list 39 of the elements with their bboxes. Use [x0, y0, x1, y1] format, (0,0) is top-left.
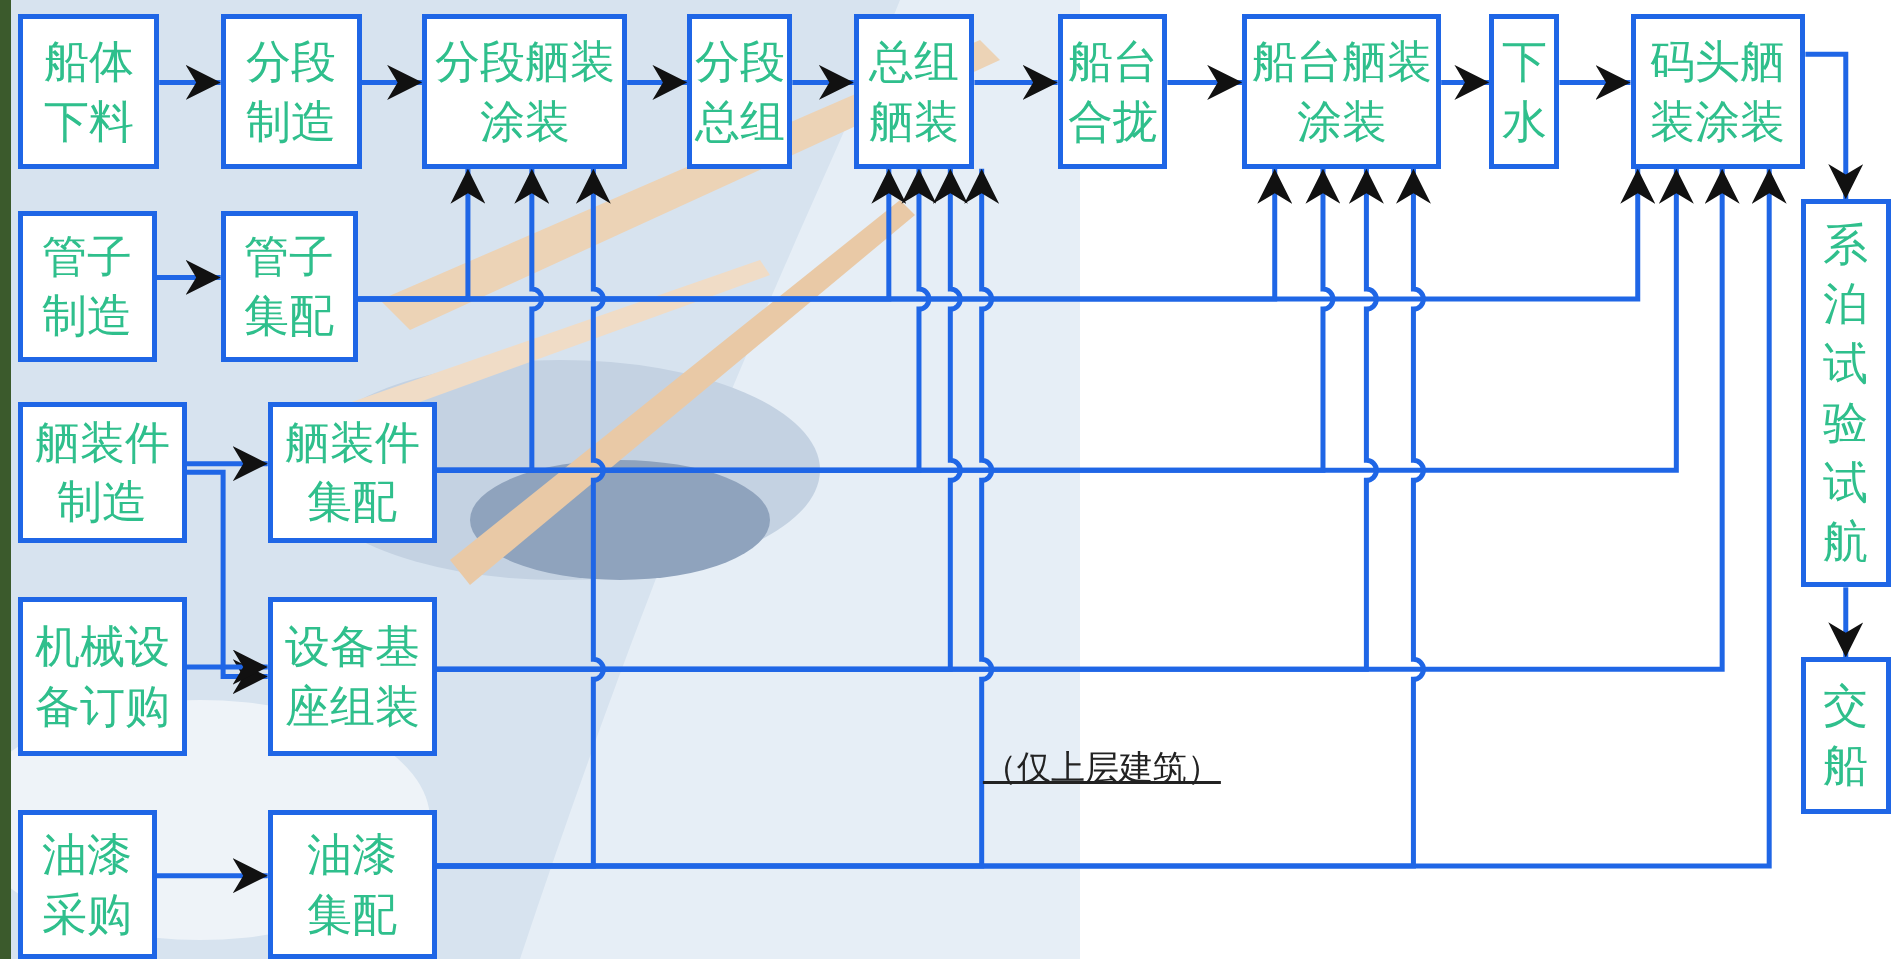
process-box: 管子集配 — [220, 211, 359, 362]
arrow — [156, 259, 221, 295]
arrow — [156, 858, 268, 894]
process-box: 分段总组 — [687, 14, 793, 169]
arrow — [1559, 64, 1631, 100]
process-box: 舾装件制造 — [18, 401, 187, 543]
arrow — [792, 64, 854, 100]
process-box: 系泊试验试航 — [1800, 199, 1891, 588]
process-box: 下水 — [1489, 14, 1560, 169]
process-box: 交船 — [1800, 657, 1891, 815]
process-box: 码头舾装涂装 — [1630, 14, 1806, 169]
arrow — [1441, 64, 1490, 100]
arrow — [186, 446, 268, 482]
note-text: （仅上层建筑） — [982, 746, 1221, 790]
process-box: 船体下料 — [18, 14, 160, 169]
process-box: 设备基座组装 — [267, 596, 437, 757]
arrow — [627, 64, 688, 100]
process-box: 分段舾装涂装 — [422, 14, 628, 169]
process-box: 船台舾装涂装 — [1242, 14, 1442, 169]
arrow — [436, 168, 1694, 473]
arrow — [186, 649, 268, 685]
arrow — [974, 64, 1058, 100]
process-box: 管子制造 — [18, 211, 157, 362]
arrow — [186, 469, 268, 695]
process-box: 总组舾装 — [853, 14, 975, 169]
process-box: 机械设备订购 — [18, 596, 187, 757]
process-box: 油漆采购 — [18, 810, 157, 959]
arrow — [1805, 51, 1864, 199]
process-box: 分段制造 — [220, 14, 362, 169]
arrow — [1828, 587, 1864, 658]
arrow — [436, 168, 1787, 869]
arrow — [361, 64, 423, 100]
process-box: 船台合拢 — [1057, 14, 1168, 169]
arrow — [436, 168, 1740, 672]
arrow — [1167, 64, 1243, 100]
arrow — [358, 168, 1656, 302]
process-box: 舾装件集配 — [267, 401, 437, 543]
arrow — [159, 64, 221, 100]
process-box: 油漆集配 — [267, 810, 437, 959]
